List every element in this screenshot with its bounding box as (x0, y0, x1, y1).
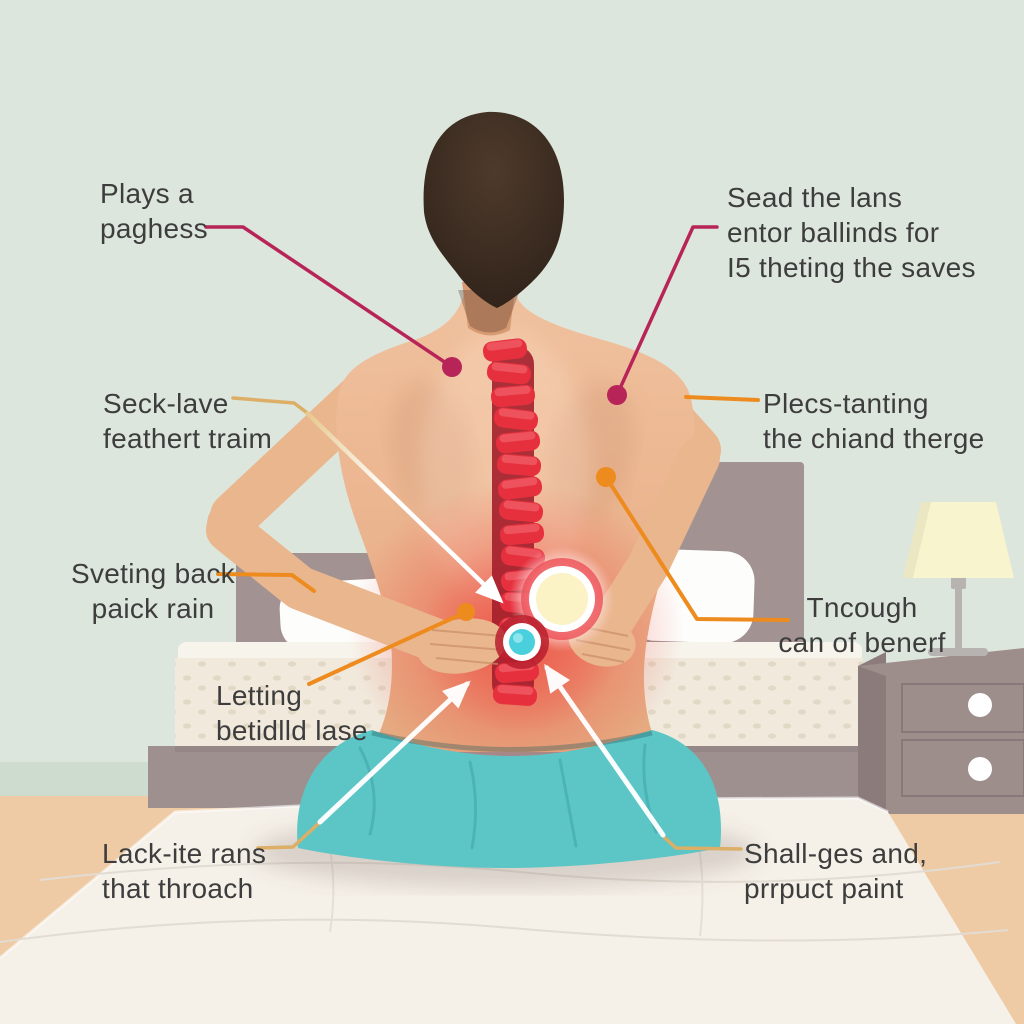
arrow-lackite-to-back (317, 680, 471, 825)
label-line: feathert traim (103, 423, 273, 454)
label-line: I5 theting the saves (727, 252, 976, 283)
drawer-knob-bottom (968, 757, 992, 781)
label-shall-ges: Shall-ges and, prrpuct paint (744, 836, 927, 906)
leader-seck (231, 396, 308, 414)
label-line: betidlld lase (216, 715, 368, 746)
label-line: Plays a (100, 178, 194, 209)
leader-tncough-dot (596, 467, 616, 487)
label-tncough: Tncough can of benerf (772, 590, 952, 660)
label-sveting-back: Sveting back paick rain (58, 556, 248, 626)
lamp-shade (903, 502, 1014, 578)
label-line: Lack-ite rans (102, 838, 267, 869)
leader-plecs (684, 395, 760, 402)
arrow-seck-to-spine (304, 410, 504, 604)
label-line: can of benerf (778, 627, 946, 658)
label-plecs-tanting: Plecs-tanting the chiand therge (763, 386, 985, 456)
label-line: prrpuct paint (744, 873, 904, 904)
leader-shallges (663, 836, 743, 851)
arrow-shallges-to-spine (544, 663, 666, 838)
drawer-top (901, 683, 1024, 733)
leader-letting (307, 610, 468, 686)
mattress-seam (0, 918, 1009, 943)
lamp-base (928, 648, 988, 656)
lamp-shade-shading (903, 502, 931, 578)
drawer-bottom (901, 739, 1024, 797)
lamp-neck (951, 576, 966, 589)
hotspot-cream-core (536, 573, 588, 625)
leader-plays (204, 225, 454, 369)
label-sead-the-lans: Sead the lans entor ballinds for I5 thet… (727, 180, 976, 285)
drawer-knob-top (968, 693, 992, 717)
left-forearm (206, 508, 462, 664)
label-line: the chiand therge (763, 423, 985, 454)
label-line: paghess (100, 213, 208, 244)
label-line: entor ballinds for (727, 217, 940, 248)
teal-hotspot-core (509, 629, 535, 655)
label-line: Letting (216, 680, 303, 711)
label-lack-ite-rans: Lack-ite rans that throach (102, 836, 266, 906)
right-forearm (585, 437, 720, 653)
leader-plays-dot (442, 357, 462, 377)
label-line: Sveting back (71, 558, 235, 589)
label-line: Seck-lave (103, 388, 229, 419)
pants-fold (468, 760, 478, 850)
pants-fold (558, 758, 578, 848)
left-hand-fingers (429, 629, 505, 665)
pants (297, 730, 722, 868)
teal-hotspot-highlight (513, 633, 523, 643)
label-line: Plecs-tanting (763, 388, 929, 419)
lamp-stem (955, 588, 962, 650)
label-line: that throach (102, 873, 254, 904)
nightstand-side (858, 652, 886, 814)
leader-lackite (256, 822, 320, 850)
leader-letting-dot (457, 603, 475, 621)
head-hair (423, 111, 564, 308)
pain-hotspot-teal (495, 615, 549, 669)
leader-tncough (604, 475, 790, 622)
nightstand (858, 648, 1024, 814)
leader-sead-dot (607, 385, 627, 405)
leader-sead (615, 225, 719, 397)
leader-lines (204, 225, 790, 851)
label-line: Sead the lans (727, 182, 903, 213)
label-line: Shall-ges and, (744, 838, 928, 869)
label-seck-lave: Seck-lave feathert traim (103, 386, 272, 456)
pants-fold (358, 746, 376, 836)
label-plays-a-paghess: Plays a paghess (100, 176, 208, 246)
table-lamp (903, 502, 1014, 656)
leader-sveting (216, 572, 316, 593)
label-letting: Letting betidlld lase (216, 678, 368, 748)
label-line: paick rain (91, 593, 215, 624)
label-line: Tncough (806, 592, 918, 623)
